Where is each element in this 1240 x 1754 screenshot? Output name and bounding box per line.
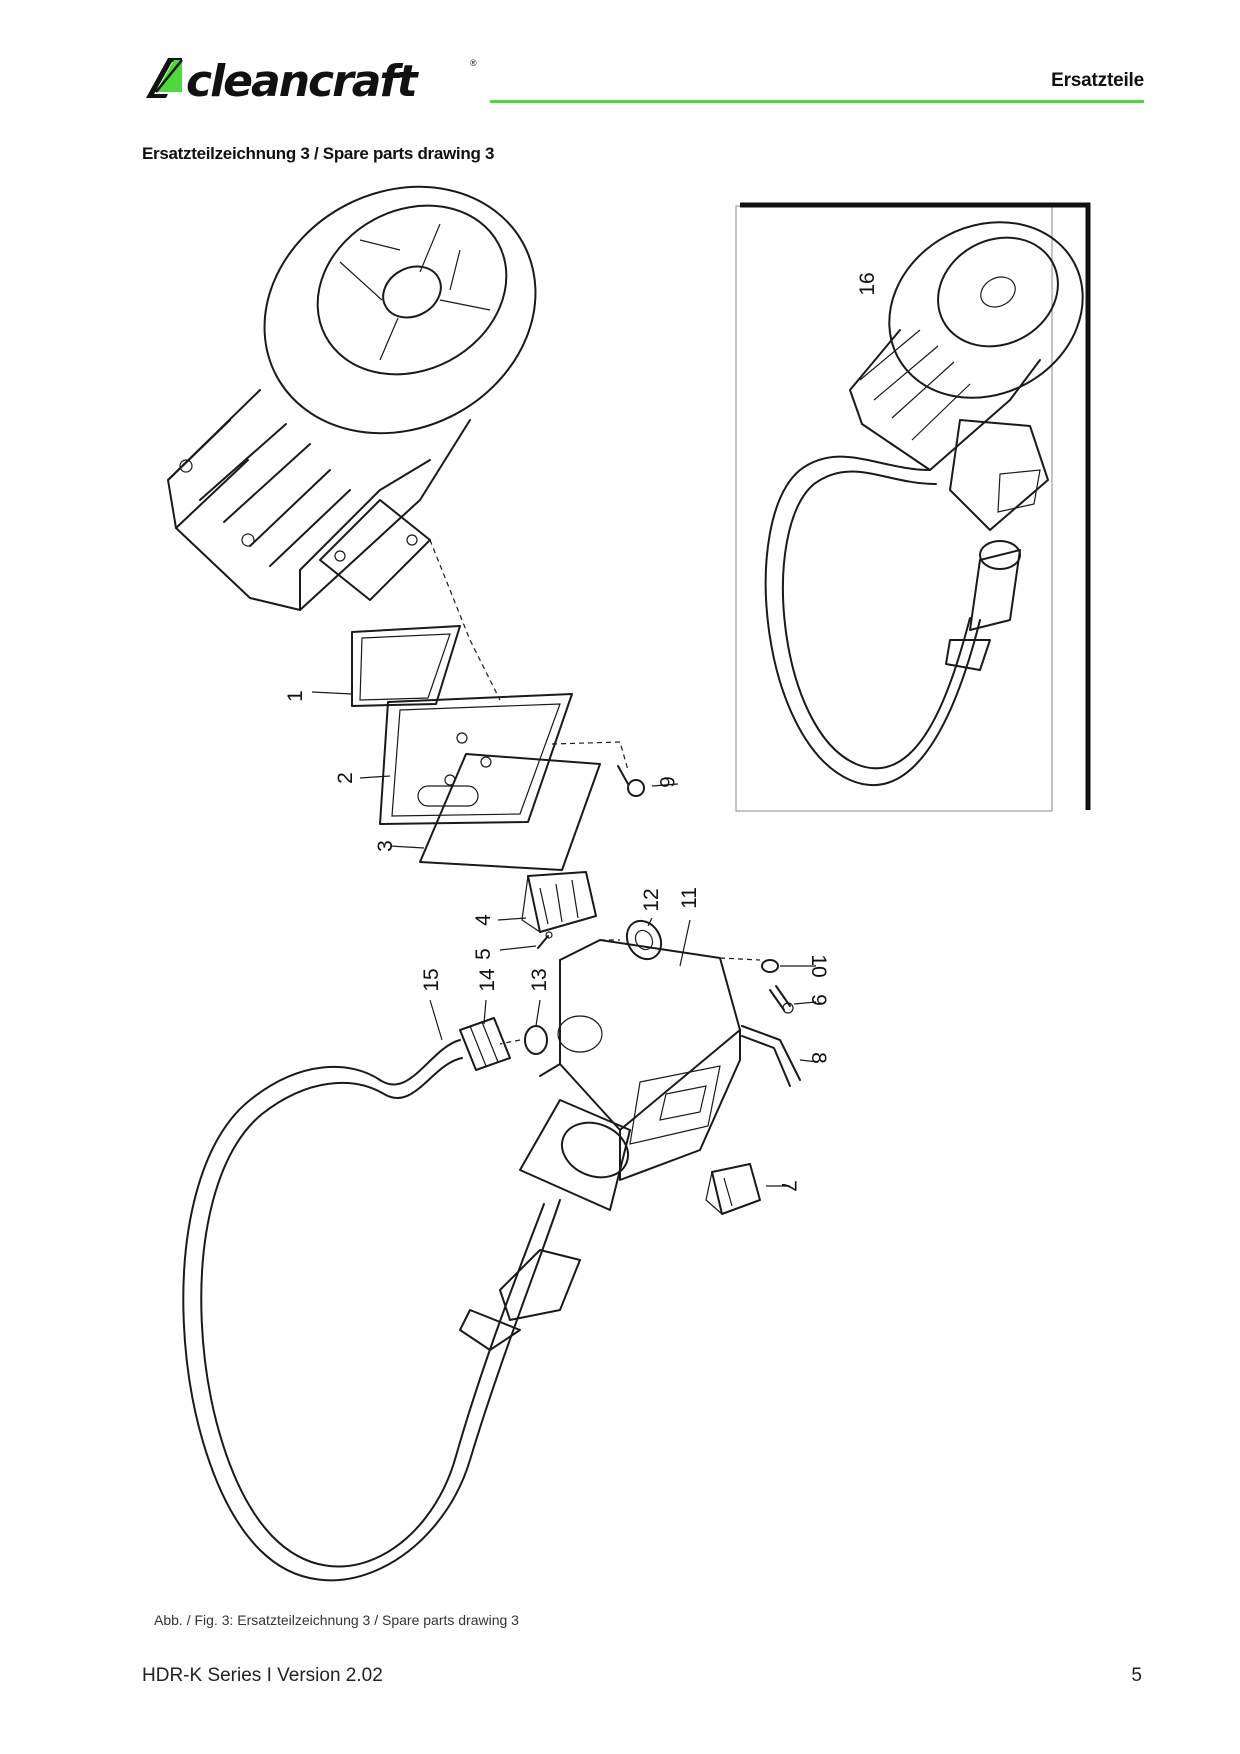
page-number: 5: [1131, 1665, 1142, 1686]
part-number-15: 15: [420, 968, 443, 991]
screw-part-9: [769, 985, 794, 1014]
part-number-5: 5: [472, 948, 495, 960]
logo-mark-icon: [146, 58, 183, 98]
footer-document-version: HDR-K Series I Version 2.02: [142, 1665, 383, 1686]
registered-mark-icon: ®: [470, 58, 477, 68]
header-divider: [490, 100, 1144, 103]
cleancraft-logo: cleancraft ®: [146, 56, 477, 104]
part-number-3: 3: [374, 840, 397, 852]
part-number-16: 16: [856, 272, 879, 295]
o-ring-part-13: [524, 1025, 548, 1055]
reference-lines: [311, 691, 819, 1187]
motor-illustration: [167, 185, 537, 611]
inset-motor-assembly-part-16: [764, 221, 1084, 787]
washer-part-10: [761, 959, 779, 973]
terminal-plate-part-2: [379, 693, 573, 825]
cable-part-8: [741, 1025, 801, 1087]
switch-part-7: [705, 1163, 761, 1215]
inset-frame: [735, 202, 1091, 812]
cable-gland-part-14: [459, 1017, 511, 1071]
part-number-6: 6: [655, 776, 678, 788]
terminal-block-part-4: [521, 871, 597, 933]
assembly-leader-lines: [429, 539, 761, 1045]
logo-text: cleancraft: [186, 56, 420, 104]
part-number-1: 1: [284, 690, 307, 702]
junction-box-part-11: [539, 939, 741, 1181]
nut-part-12: [625, 919, 663, 961]
part-number-14: 14: [476, 968, 499, 992]
part-number-13: 13: [528, 968, 551, 991]
drawing-title: Ersatzteilzeichnung 3 / Spare parts draw…: [142, 144, 495, 163]
part-number-11: 11: [678, 887, 701, 909]
section-label: Ersatzteile: [1051, 70, 1144, 91]
part-number-4: 4: [472, 914, 495, 926]
gasket-part-1: [351, 625, 461, 707]
part-number-12: 12: [640, 888, 663, 911]
power-cable-part-15: [182, 1039, 631, 1582]
screw-part-6: [617, 765, 645, 797]
part-number-7: 7: [777, 1180, 800, 1192]
part-number-10: 10: [807, 954, 830, 977]
screw-part-5: [537, 931, 553, 949]
figure-caption: Abb. / Fig. 3: Ersatzteilzeichnung 3 / S…: [154, 1612, 519, 1628]
part-number-labels: 1 2 3 4 5 6 7 8 9 10 11 12 13 14 15 16: [284, 272, 879, 1192]
part-number-2: 2: [334, 772, 357, 784]
part-number-8: 8: [807, 1052, 830, 1064]
seal-part-3: [419, 753, 601, 871]
part-number-9: 9: [807, 994, 830, 1006]
